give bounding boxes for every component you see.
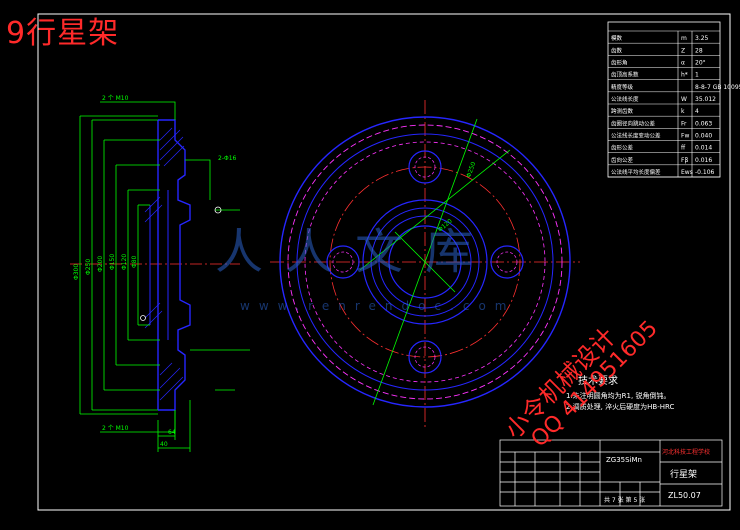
param-value: 0.016 [695, 157, 712, 164]
dim-label: 2 个 M10 [102, 95, 129, 102]
dim-label: Φ120 [121, 254, 128, 270]
param-symbol: Z [681, 47, 685, 54]
title-material: ZG35SiMn [606, 456, 642, 464]
title-part-name: 行星架 [670, 468, 697, 480]
param-value: 3.25 [695, 35, 709, 42]
watermark-url: www.renrendoc.com [240, 299, 515, 313]
param-value: 0.063 [695, 120, 712, 127]
drawing-title: 9行星架 [6, 16, 120, 51]
param-label: 齿形角 [611, 59, 628, 67]
param-value: 4 [695, 108, 699, 115]
param-symbol: Fw [681, 133, 689, 140]
title-block [499, 439, 723, 507]
site-watermark: 人人文库 www.renrendoc.com [215, 224, 515, 313]
param-value: 28 [695, 47, 703, 54]
technical-requirements: 技术要求 1.未注明圆角均为R1, 锐角倒钝。 2.调质处理, 淬火后硬度为HB… [566, 374, 674, 411]
param-label: 齿向公差 [611, 156, 634, 164]
param-label: 精度等级 [611, 83, 634, 91]
title-school: 河北科技工程学校 [662, 448, 710, 456]
tech-req-item: 1.未注明圆角均为R1, 锐角倒钝。 [566, 391, 670, 400]
dim-label: Φ150 [109, 254, 116, 270]
title-drawing-no: ZL50.07 [668, 491, 701, 500]
dim-label: 2 个 M10 [102, 425, 129, 432]
param-label: 齿数 [611, 46, 623, 54]
param-label: 公法线长度 [611, 95, 639, 103]
sheet-border [37, 13, 731, 511]
dim-label: Φ250 [465, 161, 477, 179]
param-symbol: W [681, 96, 687, 103]
dim-label: Φ250 [85, 259, 92, 275]
param-symbol: Fr [681, 120, 687, 127]
param-symbol: m [681, 35, 687, 42]
param-symbol: h* [681, 72, 688, 79]
param-label: 齿顶高系数 [611, 71, 639, 79]
tech-req-heading: 技术要求 [578, 374, 618, 387]
param-value: 35.012 [695, 96, 716, 103]
param-label: 公法线长度变动公差 [611, 132, 661, 140]
param-value: 20° [695, 60, 706, 67]
dim-label: 64 [168, 429, 176, 436]
param-label: 跨测齿数 [611, 107, 634, 115]
param-symbol: Ews [681, 169, 693, 176]
param-symbol: Fβ [681, 157, 688, 164]
dim-label: Φ80 [131, 255, 138, 268]
param-symbol: α [681, 60, 685, 67]
dim-label: 40 [160, 441, 168, 448]
param-symbol: k [681, 108, 685, 115]
watermark-logo: 人人文库 [215, 224, 495, 280]
param-value: -0.106 [695, 169, 715, 176]
param-value: 1 [695, 72, 699, 79]
param-value: 0.014 [695, 145, 712, 152]
param-label: 公法线平均长度偏差 [611, 168, 661, 176]
dim-label: Φ200 [97, 256, 104, 272]
section-view: 2 个 M10 2 个 M10 Φ300 Φ250 Φ200 Φ150 Φ120… [70, 95, 250, 452]
dim-label: Φ300 [73, 264, 80, 280]
tech-req-item: 2.调质处理, 淬火后硬度为HB-HRC [566, 402, 674, 411]
param-symbol: ff [681, 145, 686, 152]
param-value: 0.040 [695, 133, 712, 140]
param-label: 齿形公差 [611, 144, 634, 152]
designer-watermark: 小令机械设计 QQ 414951605 [499, 316, 662, 452]
param-label: 模数 [611, 34, 623, 42]
param-value: 8-8-7 GB 10095-88 [695, 84, 740, 91]
gear-parameter-table: 模数 m 3.25 齿数 Z 28 齿形角 α 20° 齿顶高系数 h* 1 精度等级 8-8-7 GB … [607, 21, 740, 178]
param-label: 齿圈径向跳动公差 [611, 119, 656, 127]
title-sheet: 共 7 张 第 5 张 [604, 496, 645, 504]
dim-label: 2-Φ16 [218, 155, 237, 162]
front-view: Φ120 Φ250 [270, 100, 580, 430]
